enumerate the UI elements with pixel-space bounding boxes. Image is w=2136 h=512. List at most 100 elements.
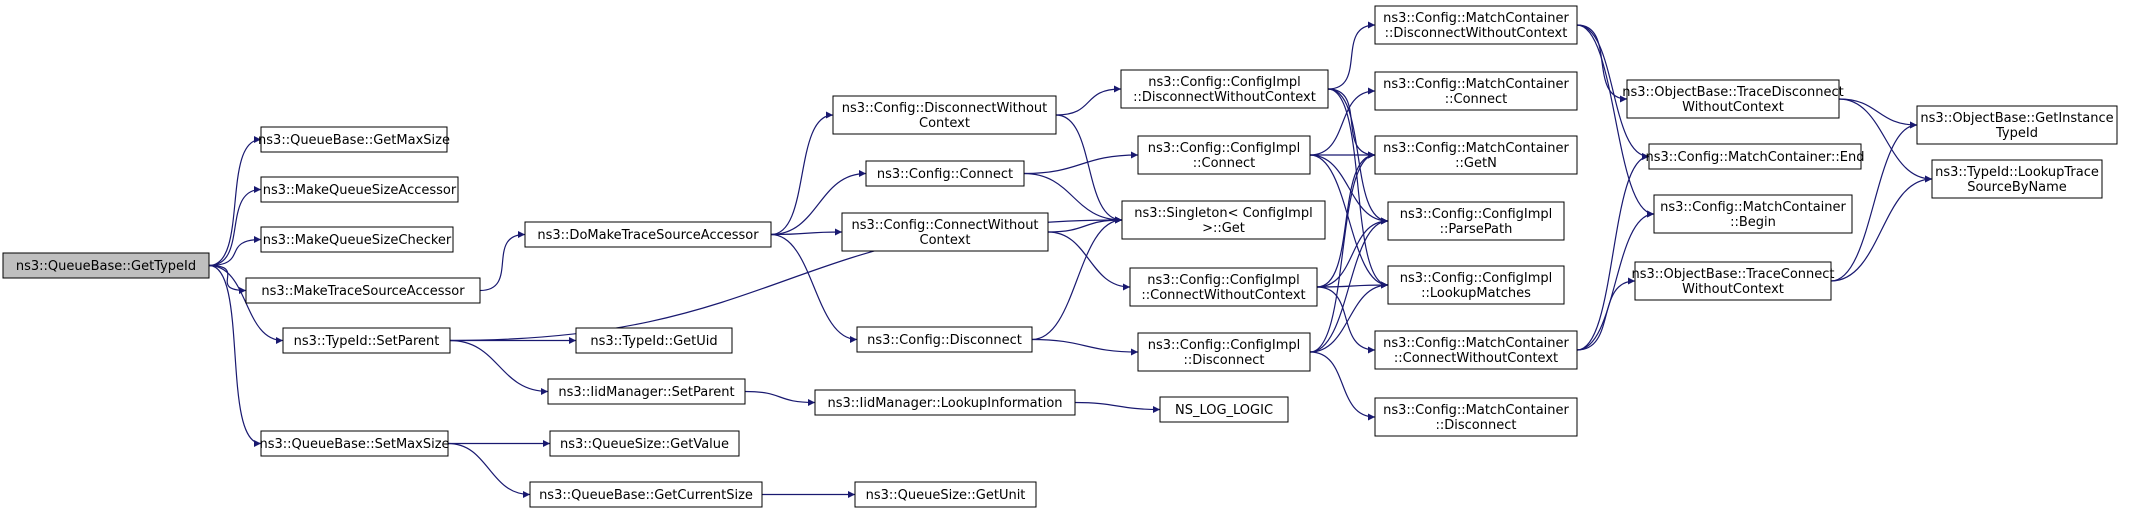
node-label: WithoutContext (1682, 282, 1784, 297)
node-impl-connect[interactable]: ns3::Config::ConfigImpl::Connect (1137, 135, 1311, 175)
node-set-max-size[interactable]: ns3::QueueBase::SetMaxSize (259, 430, 450, 457)
node-box (865, 160, 1025, 187)
node-set-parent[interactable]: ns3::TypeId::SetParent (282, 327, 451, 354)
node-box (1634, 261, 1832, 301)
node-label: ::LookupMatches (1421, 286, 1531, 301)
node-box (260, 430, 449, 457)
node-make-checker[interactable]: ns3::MakeQueueSizeChecker (260, 226, 454, 253)
node-box (1387, 201, 1565, 241)
edge-impl-disconnect-to-lookup-matches (1309, 281, 1389, 353)
node-impl-disconnect-wc[interactable]: ns3::Config::ConfigImpl::DisconnectWitho… (1120, 69, 1329, 109)
node-label: ns3::Config::ConfigImpl (1148, 141, 1301, 156)
node-label: Context (919, 116, 970, 131)
edge-get-type-id-to-get-max-size (208, 136, 262, 267)
node-label: SourceByName (1967, 180, 2067, 195)
node-label: ns3::DoMakeTraceSourceAccessor (537, 228, 759, 243)
node-box (1159, 396, 1289, 423)
node-impl-disconnect[interactable]: ns3::Config::ConfigImpl::Disconnect (1137, 332, 1311, 372)
node-parse-path[interactable]: ns3::Config::ConfigImpl::ParsePath (1387, 201, 1565, 241)
node-box (524, 221, 772, 248)
node-ns-log-logic[interactable]: NS_LOG_LOGIC (1159, 396, 1289, 423)
node-do-make[interactable]: ns3::DoMakeTraceSourceAccessor (524, 221, 772, 248)
node-get-current-size[interactable]: ns3::QueueBase::GetCurrentSize (529, 481, 763, 508)
node-mc-disconnect-wc[interactable]: ns3::Config::MatchContainer::DisconnectW… (1374, 5, 1578, 45)
node-get-max-size[interactable]: ns3::QueueBase::GetMaxSize (258, 126, 450, 153)
edge-do-make-to-cfg-disconnect-wc (770, 111, 834, 236)
node-mc-get-n[interactable]: ns3::Config::MatchContainer::GetN (1374, 135, 1578, 175)
node-label: ns3::Config::MatchContainer (1383, 11, 1569, 26)
node-box (1374, 397, 1578, 437)
node-label: ns3::TypeId::SetParent (294, 334, 440, 349)
node-label: ns3::QueueBase::GetCurrentSize (539, 488, 753, 503)
node-label: ::Connect (1193, 156, 1256, 171)
node-cfg-disconnect[interactable]: ns3::Config::Disconnect (856, 326, 1033, 353)
node-lookup-matches[interactable]: ns3::Config::ConfigImpl::LookupMatches (1387, 265, 1565, 305)
edge-ob-trace-connect-wc-to-ob-get-instance-type-id (1830, 121, 1918, 282)
node-box (856, 326, 1033, 353)
node-make-accessor[interactable]: ns3::MakeQueueSizeAccessor (260, 176, 459, 203)
node-label: ns3::Config::ConfigImpl (1148, 75, 1301, 90)
node-box (841, 212, 1049, 252)
edge-make-trace-to-do-make (479, 231, 526, 292)
edge-mc-disconnect-wc-to-mc-end (1576, 24, 1650, 160)
node-get-uid[interactable]: ns3::TypeId::GetUid (575, 327, 733, 354)
node-mc-end[interactable]: ns3::Config::MatchContainer::End (1646, 143, 1865, 170)
node-box (575, 327, 733, 354)
node-make-trace[interactable]: ns3::MakeTraceSourceAccessor (245, 277, 481, 304)
edge-cfg-disconnect-to-singleton-get (1031, 216, 1123, 341)
edge-ob-trace-disconnect-wc-to-lookup-trace-source (1838, 98, 1933, 183)
node-box (1374, 330, 1578, 370)
node-label: ns3::Config::Disconnect (867, 333, 1022, 348)
node-mc-begin[interactable]: ns3::Config::MatchContainer::Begin (1653, 194, 1853, 234)
node-label: ns3::QueueSize::GetValue (560, 437, 729, 452)
node-box (1129, 267, 1318, 307)
node-label: ns3::Config::MatchContainer (1660, 200, 1846, 215)
node-cfg-connect[interactable]: ns3::Config::Connect (865, 160, 1025, 187)
node-mc-connect-wc[interactable]: ns3::Config::MatchContainer::ConnectWith… (1374, 330, 1578, 370)
edge-impl-disconnect-to-mc-disconnect (1309, 351, 1376, 421)
node-label: ns3::Config::DisconnectWithout (842, 101, 1048, 116)
node-label: ns3::MakeQueueSizeChecker (263, 233, 452, 248)
node-label: ::DisconnectWithoutContext (1133, 90, 1316, 105)
node-get-value[interactable]: ns3::QueueSize::GetValue (549, 430, 740, 457)
node-box (245, 277, 481, 304)
node-get-unit[interactable]: ns3::QueueSize::GetUnit (854, 481, 1037, 508)
node-box (1120, 69, 1329, 109)
node-label: ns3::ObjectBase::GetInstance (1920, 111, 2113, 126)
node-singleton-get[interactable]: ns3::Singleton< ConfigImpl >::Get (1121, 200, 1326, 240)
node-label: ns3::IidManager::LookupInformation (827, 396, 1062, 411)
node-label: ns3::TypeId::GetUid (590, 334, 717, 349)
node-cfg-connect-wc[interactable]: ns3::Config::ConnectWithoutContext (841, 212, 1049, 252)
node-iid-set-parent[interactable]: ns3::IidManager::SetParent (547, 378, 746, 405)
node-label: ns3::Config::MatchContainer (1383, 336, 1569, 351)
node-ob-trace-connect-wc[interactable]: ns3::ObjectBase::TraceConnectWithoutCont… (1631, 261, 1835, 301)
node-label: ::Disconnect (1184, 353, 1265, 368)
node-box (1931, 159, 2103, 199)
node-mc-connect[interactable]: ns3::Config::MatchContainer::Connect (1374, 71, 1578, 111)
node-label: ns3::IidManager::SetParent (558, 385, 734, 400)
node-mc-disconnect[interactable]: ns3::Config::MatchContainer::Disconnect (1374, 397, 1578, 437)
node-lookup-info[interactable]: ns3::IidManager::LookupInformation (814, 389, 1076, 416)
node-impl-connect-wc[interactable]: ns3::Config::ConfigImpl::ConnectWithoutC… (1129, 267, 1318, 307)
edge-impl-connect-wc-to-mc-connect-wc (1316, 286, 1376, 354)
node-box (547, 378, 746, 405)
node-label: ns3::Config::ConfigImpl (1148, 338, 1301, 353)
edge-impl-connect-wc-to-parse-path (1316, 217, 1389, 288)
edge-set-max-size-to-get-current-size (447, 442, 531, 498)
edge-set-parent-to-iid-set-parent (449, 339, 549, 395)
edge-do-make-to-cfg-connect (770, 170, 867, 236)
node-label: ns3::Config::MatchContainer (1383, 403, 1569, 418)
node-cfg-disconnect-wc[interactable]: ns3::Config::DisconnectWithoutContext (832, 95, 1057, 135)
edge-get-type-id-to-make-checker (208, 236, 262, 267)
edge-ob-trace-connect-wc-to-lookup-trace-source (1830, 175, 1933, 282)
node-get-type-id[interactable]: ns3::QueueBase::GetTypeId (2, 252, 210, 279)
node-label: ns3::Config::ConfigImpl (1147, 273, 1300, 288)
node-label: ::GetN (1455, 156, 1497, 171)
node-label: ::Begin (1730, 215, 1776, 230)
node-box (1387, 265, 1565, 305)
node-ob-trace-disconnect-wc[interactable]: ns3::ObjectBase::TraceDisconnectWithoutC… (1622, 79, 1844, 119)
edge-impl-disconnect-to-mc-get-n (1309, 151, 1376, 353)
edge-iid-set-parent-to-lookup-info (744, 390, 816, 406)
